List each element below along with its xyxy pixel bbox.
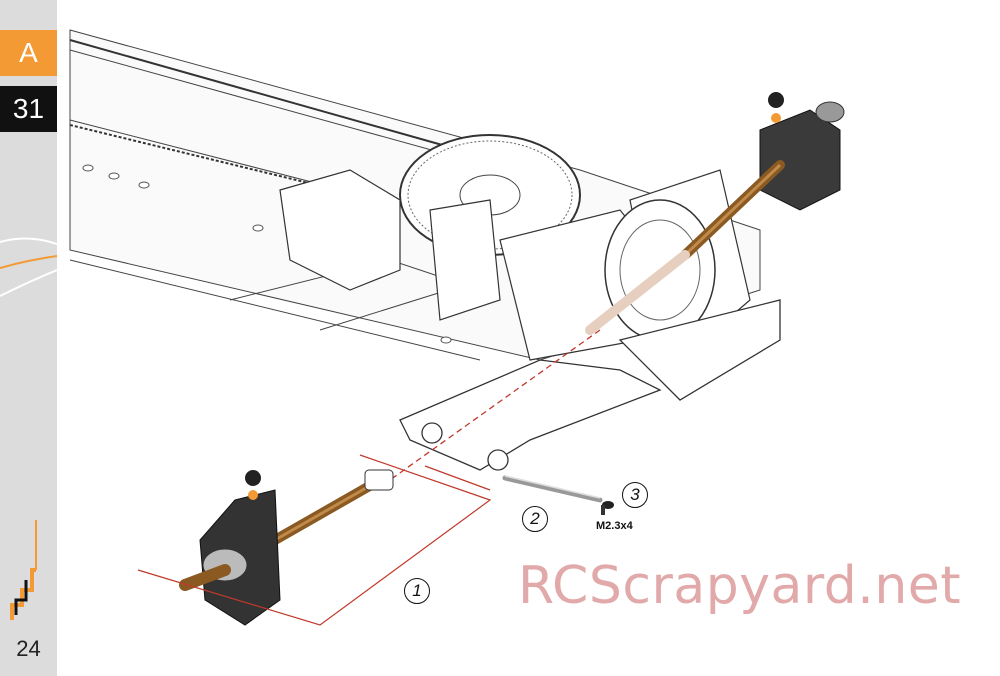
suspension-arm [399,299,781,471]
page-number: 24 [16,636,41,661]
callout-3: 3 [622,482,648,508]
hinge-pin [502,475,603,503]
upright-mounted [680,92,845,260]
assembly-diagram [69,29,845,626]
step-number-tab: 31 [0,86,57,132]
callout-1: 1 [404,578,430,604]
callout-2: 2 [522,506,548,532]
sidebar: A 31 24 [0,0,57,676]
upright-assembly [179,469,394,626]
brand-logo-icon [10,520,37,620]
screw [601,501,614,515]
screw-size-label: M2.3x4 [596,520,633,532]
shaft-ghost [585,250,690,335]
watermark-text: RCScrapyard.net [518,556,962,616]
callout-frame-1 [137,454,492,626]
alignment-line [389,329,601,481]
chassis-holes [82,164,452,344]
section-tab: A [0,30,57,76]
sidebar-swoosh [0,237,57,297]
